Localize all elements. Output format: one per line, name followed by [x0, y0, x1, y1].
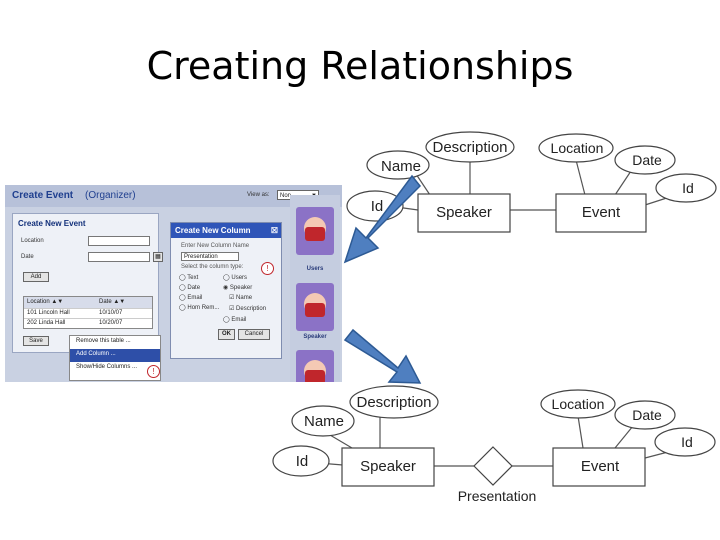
er-bottom-attr-name — [291, 405, 355, 437]
menu-item-show-hide-columns[interactable]: Show/Hide Columns ... — [76, 364, 138, 370]
er-bottom-description-label: Description — [356, 394, 431, 411]
column-name-input[interactable]: Presentation — [181, 252, 239, 261]
er-top-entity-event — [555, 193, 647, 233]
er-bottom-attr-id-right — [654, 427, 716, 457]
er-top-event-label: Event — [582, 204, 621, 221]
type-option-text[interactable]: ◯ Text — [179, 275, 199, 281]
view-as-label: View as: — [247, 192, 270, 198]
table-header: Location ▲▼ Date ▲▼ — [24, 297, 152, 308]
dialog-header: Create New Column ☒ — [171, 223, 281, 238]
column-header-location[interactable]: Location ▲▼ — [27, 299, 64, 305]
type-option-email[interactable]: ◯ Email — [179, 295, 203, 301]
er-top-entity-speaker — [417, 193, 511, 233]
table-cell: 101 Lincoln Hall — [27, 310, 70, 316]
er-top-id-right-label: Id — [682, 180, 694, 196]
alert-icon: ! — [147, 365, 160, 378]
arrow-down-right — [343, 328, 422, 384]
er-top-attr-location — [538, 133, 614, 163]
er-top-speaker-label: Speaker — [436, 204, 492, 221]
events-table: Location ▲▼ Date ▲▼ 101 Lincoln Hall 10/… — [23, 296, 153, 329]
create-event-form: Create New Event Location Date ▦ Add Loc… — [12, 213, 163, 353]
table-cell: 10/20/07 — [99, 320, 123, 326]
app-title-bold: Create Event — [12, 190, 74, 201]
form-heading: Create New Event — [18, 219, 86, 228]
save-button[interactable]: Save — [23, 336, 49, 346]
ok-button[interactable]: OK — [218, 329, 235, 340]
column-header-date[interactable]: Date ▲▼ — [99, 299, 126, 305]
er-top-attr-date — [614, 145, 676, 175]
er-top-name-label: Name — [381, 158, 421, 175]
table-cell: 202 Linda Hall — [27, 320, 66, 326]
er-top-date-label: Date — [632, 152, 662, 168]
er-bottom-id-left-label: Id — [296, 453, 309, 470]
er-bottom-location-label: Location — [552, 396, 605, 412]
column-name-label: Enter New Column Name — [181, 243, 250, 249]
er-bottom-attr-description — [349, 385, 439, 419]
cancel-button[interactable]: Cancel — [238, 329, 270, 340]
embedded-app-screenshot: Create Event (Organizer) View as: Non Cr… — [5, 185, 342, 382]
location-input[interactable] — [88, 236, 150, 246]
er-bottom-relationship-diamond — [473, 446, 513, 486]
calendar-icon[interactable]: ▦ — [153, 252, 163, 262]
type-option-date[interactable]: ◯ Date — [179, 285, 201, 291]
er-bottom-entity-event — [552, 447, 646, 487]
dialog-title: Create New Column — [175, 226, 251, 235]
add-button[interactable]: Add — [23, 272, 49, 282]
table-cell: 10/10/07 — [99, 310, 123, 316]
arrow-down-left — [343, 174, 422, 264]
er-top-attr-name — [366, 150, 430, 180]
type-option-email-right[interactable]: ◯ Email — [223, 317, 247, 323]
context-menu: Remove this table ... Add Column ... Sho… — [69, 335, 161, 381]
er-bottom-attr-id-left — [272, 445, 330, 477]
speaker-folder-icon[interactable] — [296, 283, 334, 331]
table-row[interactable]: 202 Linda Hall 10/20/07 — [24, 318, 152, 328]
er-bottom — [305, 415, 669, 467]
er-top-location-label: Location — [551, 140, 604, 156]
er-bottom-entity-speaker — [341, 447, 435, 487]
alert-icon: ! — [261, 262, 274, 275]
er-bottom-attr-location — [540, 389, 616, 419]
er-top-attr-id-right — [655, 173, 717, 203]
column-type-label: Select the column type: — [181, 264, 244, 270]
type-option-hom[interactable]: ◯ Hom Rem... — [179, 305, 220, 311]
type-option-speaker[interactable]: ◉ Speaker — [223, 285, 253, 291]
date-input[interactable] — [88, 252, 150, 262]
menu-item-add-column[interactable]: Add Column ... — [70, 349, 160, 362]
er-bottom-event-label: Event — [581, 458, 620, 475]
folder-icon[interactable] — [296, 350, 334, 382]
er-bottom-relationship-label: Presentation — [458, 488, 537, 504]
date-label: Date — [21, 254, 34, 260]
app-title-rest: (Organizer) — [85, 190, 136, 201]
create-column-dialog: Create New Column ☒ Enter New Column Nam… — [170, 222, 282, 359]
users-folder-icon[interactable] — [296, 207, 334, 255]
er-top-description-label: Description — [432, 139, 507, 156]
users-folder-label: Users — [306, 266, 324, 272]
er-bottom-date-label: Date — [632, 407, 662, 423]
er-bottom-speaker-label: Speaker — [360, 458, 416, 475]
close-icon[interactable]: ☒ — [270, 226, 278, 235]
er-bottom-name-label: Name — [304, 413, 344, 430]
speaker-folder-label: Speaker — [303, 334, 327, 340]
location-label: Location — [21, 238, 44, 244]
er-top-id-left-label: Id — [371, 198, 384, 215]
table-row[interactable]: 101 Lincoln Hall 10/10/07 — [24, 308, 152, 318]
field-checkbox-name[interactable]: ☑ Name — [229, 295, 253, 301]
page-title: Creating Relationships — [146, 44, 574, 88]
type-option-users[interactable]: ◯ Users — [223, 275, 248, 281]
menu-item-remove-table[interactable]: Remove this table ... — [76, 338, 131, 344]
folder-sidebar: Users Speaker — [290, 195, 340, 382]
er-bottom-attr-date — [614, 400, 676, 430]
er-bottom-id-right-label: Id — [681, 434, 693, 450]
er-top-attr-description — [425, 131, 515, 163]
field-checkbox-description[interactable]: ☑ Description — [229, 306, 267, 312]
